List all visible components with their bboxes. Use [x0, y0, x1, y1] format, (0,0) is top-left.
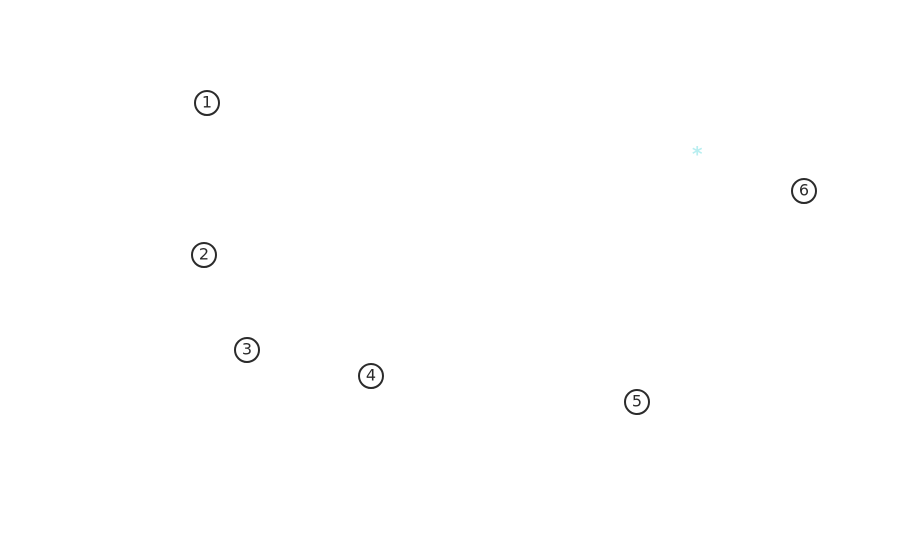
- marker-number: 4: [365, 365, 377, 385]
- asterisk-icon: *: [692, 142, 703, 166]
- number-marker-2: 2: [191, 242, 217, 268]
- marker-number: 2: [198, 244, 210, 264]
- marker-number: 1: [201, 92, 213, 112]
- marker-number: 3: [241, 339, 253, 359]
- number-marker-3: 3: [234, 337, 260, 363]
- marker-number: 5: [631, 391, 643, 411]
- number-marker-5: 5: [624, 389, 650, 415]
- number-marker-4: 4: [358, 363, 384, 389]
- number-marker-1: 1: [194, 90, 220, 116]
- number-marker-6: 6: [791, 178, 817, 204]
- marker-number: 6: [798, 180, 810, 200]
